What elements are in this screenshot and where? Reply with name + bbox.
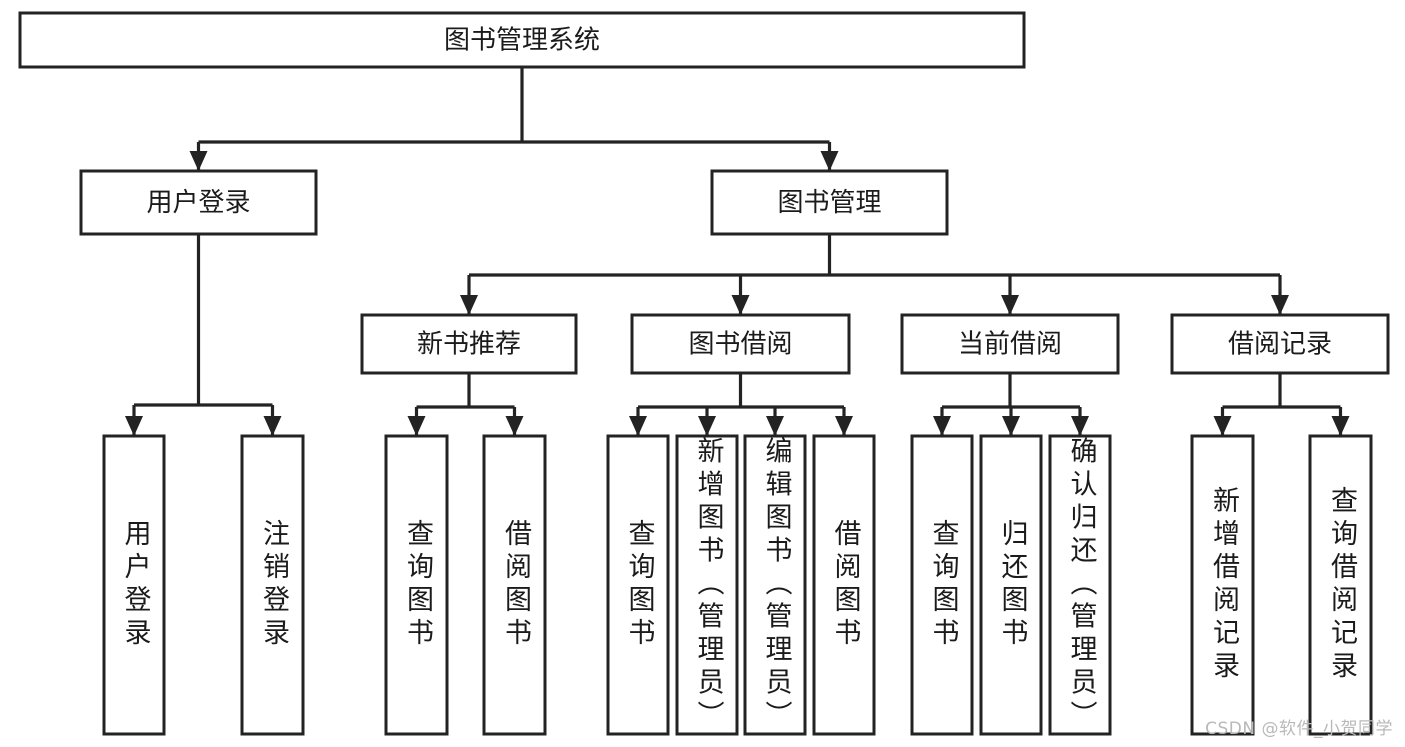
node-book-borrow[interactable]: 图书借阅: [630, 313, 851, 375]
node-rect-leaf-edit-book: [743, 434, 807, 736]
node-label-leaf-user-login: 用户登录: [120, 519, 152, 651]
node-boxes: 图书管理系统用户登录图书管理新书推荐图书借阅当前借阅借阅记录用户登录注销登录查询…: [18, 11, 1390, 736]
node-label-leaf-query-book-b: 查询图书: [624, 519, 656, 651]
node-label-leaf-query-book-rec: 查询图书: [402, 519, 434, 651]
node-user-login[interactable]: 用户登录: [79, 169, 318, 236]
arrowhead-icon: [263, 416, 282, 436]
node-leaf-borrow-book-rec[interactable]: 借阅图书: [482, 434, 547, 736]
node-leaf-query-book-rec[interactable]: 查询图书: [384, 434, 449, 736]
node-borrow-record[interactable]: 借阅记录: [1170, 313, 1390, 375]
node-leaf-query-record[interactable]: 查询借阅记录: [1308, 434, 1373, 736]
node-label-leaf-borrow-book-b: 借阅图书: [830, 519, 862, 651]
node-leaf-confirm-return[interactable]: 确认归还（管理员）: [1048, 434, 1112, 736]
arrowhead-icon: [1071, 416, 1089, 436]
node-label-leaf-borrow-book-rec: 借阅图书: [500, 519, 532, 651]
node-label-leaf-query-record: 查询借阅记录: [1326, 486, 1358, 684]
node-leaf-user-login[interactable]: 用户登录: [102, 434, 166, 736]
node-label-leaf-edit-book: 编辑图书（管理员）: [761, 436, 793, 733]
node-label-new-book-rec: 新书推荐: [417, 330, 521, 360]
csdn-watermark: CSDN @软件_小贺同学: [1205, 719, 1393, 739]
node-rect-leaf-logout: [240, 434, 305, 736]
arrowhead-icon: [698, 416, 716, 436]
node-leaf-query-book-c[interactable]: 查询图书: [910, 434, 974, 736]
node-rect-borrow-record: [1170, 313, 1390, 375]
node-rect-leaf-return-book: [979, 434, 1043, 736]
node-rect-leaf-confirm-return: [1048, 434, 1112, 736]
node-rect-leaf-add-record: [1190, 434, 1255, 736]
node-label-book-borrow: 图书借阅: [688, 330, 792, 360]
node-rect-leaf-query-book-c: [910, 434, 974, 736]
node-rect-leaf-borrow-book-rec: [482, 434, 547, 736]
node-current-borrow[interactable]: 当前借阅: [900, 313, 1120, 375]
arrowhead-icon: [1001, 295, 1019, 315]
node-leaf-add-record[interactable]: 新增借阅记录: [1190, 434, 1255, 736]
arrowhead-icon: [125, 416, 143, 436]
node-rect-book-borrow: [630, 313, 851, 375]
node-label-leaf-return-book: 归还图书: [997, 519, 1029, 651]
node-rect-leaf-query-book-b: [606, 434, 670, 736]
node-root[interactable]: 图书管理系统: [18, 11, 1026, 69]
node-leaf-borrow-book-b[interactable]: 借阅图书: [812, 434, 876, 736]
node-rect-leaf-borrow-book-b: [812, 434, 876, 736]
node-leaf-logout[interactable]: 注销登录: [240, 434, 305, 736]
node-rect-leaf-query-book-rec: [384, 434, 449, 736]
arrowhead-icon: [835, 416, 853, 436]
node-label-leaf-query-book-c: 查询图书: [928, 519, 960, 651]
node-leaf-return-book[interactable]: 归还图书: [979, 434, 1043, 736]
node-label-book-manage: 图书管理: [777, 188, 881, 218]
node-rect-root: [18, 11, 1026, 69]
node-book-manage[interactable]: 图书管理: [710, 169, 949, 236]
node-rect-user-login: [79, 169, 318, 236]
node-label-borrow-record: 借阅记录: [1228, 330, 1332, 360]
node-label-leaf-add-book: 新增图书（管理员）: [693, 436, 725, 733]
node-rect-leaf-query-record: [1308, 434, 1373, 736]
arrowhead-icon: [505, 416, 524, 436]
arrowhead-icon: [933, 416, 951, 436]
node-label-leaf-confirm-return: 确认归还（管理员）: [1066, 436, 1098, 733]
arrowhead-icon: [1002, 416, 1020, 436]
node-leaf-add-book[interactable]: 新增图书（管理员）: [675, 434, 739, 736]
arrowhead-icon: [731, 295, 750, 315]
node-label-leaf-logout: 注销登录: [258, 519, 290, 651]
node-new-book-rec[interactable]: 新书推荐: [360, 313, 578, 375]
node-rect-leaf-add-book: [675, 434, 739, 736]
arrowhead-icon: [407, 416, 426, 436]
node-label-leaf-add-record: 新增借阅记录: [1208, 486, 1240, 684]
node-label-current-borrow: 当前借阅: [958, 330, 1062, 360]
arrowhead-icon: [1331, 416, 1350, 436]
node-leaf-query-book-b[interactable]: 查询图书: [606, 434, 670, 736]
node-rect-new-book-rec: [360, 313, 578, 375]
arrowhead-icon: [629, 416, 647, 436]
node-leaf-edit-book[interactable]: 编辑图书（管理员）: [743, 434, 807, 736]
node-rect-book-manage: [710, 169, 949, 236]
node-rect-current-borrow: [900, 313, 1120, 375]
arrowhead-icon: [1213, 416, 1232, 436]
arrowhead-icon: [766, 416, 784, 436]
node-label-root: 图书管理系统: [444, 26, 600, 56]
arrowhead-icon: [460, 295, 478, 315]
arrowhead-icon: [1271, 295, 1289, 315]
arrowhead-icon: [189, 151, 208, 171]
arrowhead-icon: [820, 151, 839, 171]
edge-connectors: [125, 67, 1350, 436]
node-label-user-login: 用户登录: [146, 188, 250, 218]
node-rect-leaf-user-login: [102, 434, 166, 736]
